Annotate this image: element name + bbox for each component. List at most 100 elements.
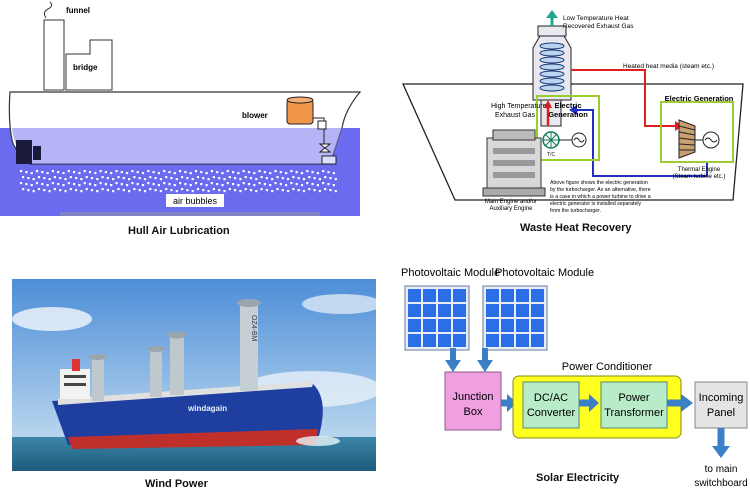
bridge-label: bridge xyxy=(73,63,98,72)
svg-text:Panel: Panel xyxy=(707,407,735,419)
air-bubble xyxy=(57,183,60,186)
air-bubble xyxy=(186,177,189,180)
pv-cell xyxy=(486,304,499,317)
air-bubble xyxy=(237,172,240,175)
air-bubble xyxy=(216,171,219,174)
hull-air-lubrication-diagram: air bubbles funnel bridge blower xyxy=(0,1,362,216)
air-bubble xyxy=(276,176,279,179)
air-bubble xyxy=(131,170,134,173)
air-bubble xyxy=(143,178,147,181)
air-bubble xyxy=(43,189,46,192)
air-bubble xyxy=(324,176,327,179)
air-bubble xyxy=(101,176,104,179)
air-bubble xyxy=(228,188,231,191)
pv-cell xyxy=(501,334,514,347)
waste-heat-recovery-caption: Waste Heat Recovery xyxy=(520,222,632,234)
air-bubble xyxy=(159,190,162,193)
air-bubble xyxy=(302,190,306,193)
air-bubble xyxy=(62,172,65,175)
thermal-engine-label-2: (Steam turbine etc.) xyxy=(673,174,726,180)
air-bubble xyxy=(94,172,97,175)
bridge-structure xyxy=(65,39,113,91)
air-bubble xyxy=(334,190,337,193)
air-bubble xyxy=(300,172,304,175)
air-bubble xyxy=(200,183,203,186)
air-bubble xyxy=(69,188,72,191)
air-bubble xyxy=(189,184,192,187)
wind-ship-photo: OZ4-BM windagain xyxy=(12,279,382,471)
propeller-icon xyxy=(16,140,32,164)
pv-cell xyxy=(423,304,436,317)
air-bubble xyxy=(234,177,237,180)
heated-media-line xyxy=(571,69,681,127)
valve-icon xyxy=(318,143,332,153)
air-bubble xyxy=(143,190,147,193)
air-bubble xyxy=(170,189,173,192)
air-bubble xyxy=(35,170,39,173)
air-bubble xyxy=(94,184,97,187)
air-bubble xyxy=(88,183,92,186)
pv-cell xyxy=(516,319,529,332)
air-bubble xyxy=(232,171,235,174)
air-bubble xyxy=(247,171,251,174)
air-bubble xyxy=(104,171,107,174)
air-bubble xyxy=(138,189,141,192)
air-bubble xyxy=(263,171,266,174)
air-bubble xyxy=(85,188,88,191)
air-bubble xyxy=(226,170,229,173)
air-bubble xyxy=(122,177,125,180)
waste-heat-recovery-panel: Low Temperature Heat Recovered Exhaust G… xyxy=(395,0,750,235)
svg-text:Converter: Converter xyxy=(527,407,576,419)
pv-cell xyxy=(516,289,529,302)
air-bubble xyxy=(136,171,139,174)
thermal-engine-label-1: Thermal Engine xyxy=(678,167,721,173)
air-bubble xyxy=(154,177,157,180)
main-engine-icon xyxy=(482,129,546,197)
air-bubble xyxy=(83,170,86,173)
air-bubble xyxy=(78,184,81,187)
pv-cell xyxy=(486,319,499,332)
pv-cell xyxy=(408,304,421,317)
solar-electricity-panel: Photovoltaic Module Photovoltaic Module … xyxy=(395,258,750,498)
air-bubble xyxy=(67,182,70,185)
air-bubble xyxy=(260,176,263,179)
air-bubble xyxy=(117,176,120,179)
air-bubble xyxy=(334,178,337,181)
air-bubble xyxy=(48,190,51,193)
air-bubble xyxy=(88,171,92,174)
air-bubble xyxy=(300,184,304,187)
funnel-label: funnel xyxy=(66,6,90,15)
air-bubble xyxy=(191,178,194,181)
air-bubble xyxy=(147,182,150,185)
air-bubble xyxy=(30,172,33,175)
air-bubble xyxy=(285,184,288,187)
air-bubble xyxy=(112,178,115,181)
blower-label: blower xyxy=(242,111,268,120)
air-bubble xyxy=(329,177,332,180)
air-bubble xyxy=(249,189,253,192)
air-bubble xyxy=(226,182,229,185)
air-bubble xyxy=(255,178,258,181)
low-temp-label-2: Recovered Exhaust Gas xyxy=(563,23,634,30)
air-bubble xyxy=(20,170,23,173)
air-bubble xyxy=(287,190,290,193)
air-bubble xyxy=(292,176,295,179)
air-bubble xyxy=(83,182,86,185)
air-bubble xyxy=(30,184,33,187)
pv-panel-right xyxy=(482,285,548,351)
air-bubble xyxy=(184,183,187,186)
air-bubble xyxy=(279,183,282,186)
air-bubble xyxy=(285,172,288,175)
svg-text:Incoming: Incoming xyxy=(699,392,744,404)
air-bubble xyxy=(263,183,266,186)
air-bubble xyxy=(207,178,210,181)
air-bubble xyxy=(46,184,49,187)
air-bubble xyxy=(80,190,83,193)
air-bubble xyxy=(290,170,293,173)
air-bubble xyxy=(228,176,231,179)
pv-cell xyxy=(453,334,466,347)
pv-cell xyxy=(531,304,544,317)
svg-text:Box: Box xyxy=(464,406,483,418)
pv-panel-left xyxy=(404,285,470,351)
electric-generation-left-2: Generation xyxy=(548,110,588,119)
